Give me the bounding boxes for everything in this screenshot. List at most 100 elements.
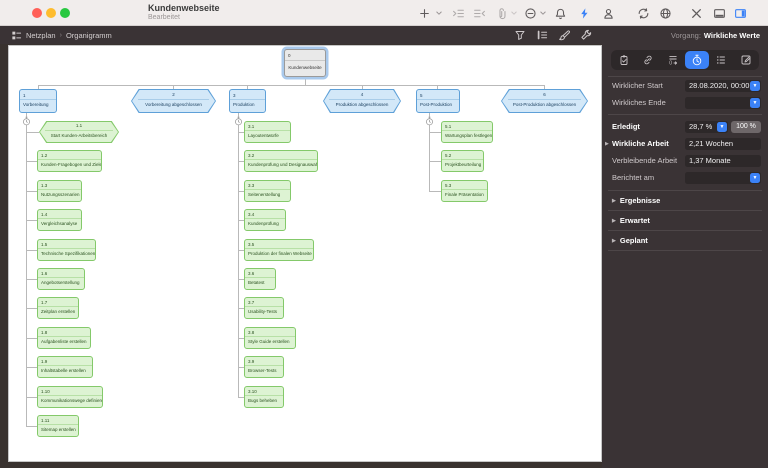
completed-input[interactable]: 28,7 %▼ xyxy=(685,120,728,133)
task-node[interactable]: 5.1 Wartungsplan festlegen xyxy=(441,121,493,143)
filter-icon[interactable] xyxy=(514,29,526,41)
field-label: Wirklicher Start xyxy=(612,81,663,90)
node-label: Vorbereitung xyxy=(23,102,49,107)
milestone-node[interactable]: 4 Produktion abgeschlossen xyxy=(323,89,401,113)
bottom-panel-icon[interactable] xyxy=(713,7,726,20)
task-node[interactable]: 3.3 Seitenerstellung xyxy=(244,180,291,202)
chevron-down-icon[interactable]: ▼ xyxy=(750,172,760,183)
outline-format-icon[interactable] xyxy=(536,29,548,41)
remove-icon[interactable] xyxy=(524,7,537,20)
task-node[interactable]: 3.10 Bugs beheben xyxy=(244,386,284,408)
tab-actual-values[interactable] xyxy=(684,51,710,69)
node-number: 3.4 xyxy=(245,210,285,219)
minimize-button[interactable] xyxy=(46,8,56,18)
task-node[interactable]: 1.3 Nutzungsszenarien xyxy=(37,180,82,202)
milestone-node[interactable]: 1.1 Start Kunden-Arbeitsbereich xyxy=(39,121,119,143)
context-indicator: Vorgang:Wirkliche Werte xyxy=(671,31,760,40)
task-group-node[interactable]: 1 Vorbereitung xyxy=(19,89,57,113)
field-label: Verbleibende Arbeit xyxy=(612,156,678,165)
notifications-bell-icon[interactable] xyxy=(554,7,567,20)
add-options-chevron-icon[interactable] xyxy=(435,7,443,20)
field-label: Berichtet am xyxy=(612,173,655,182)
attachment-options-chevron-icon[interactable] xyxy=(510,7,518,20)
task-node[interactable]: 3.1 Layoutentwürfe xyxy=(244,121,291,143)
title-bar: Kundenwebseite Bearbeitet xyxy=(0,0,768,26)
sync-icon[interactable] xyxy=(637,7,650,20)
indent-icon[interactable] xyxy=(452,7,465,20)
task-group-node[interactable]: 3 Produktion xyxy=(229,89,266,113)
milestone-node[interactable]: 6 Post-Produktion abgeschlossen xyxy=(501,89,588,113)
node-label: Browser-Tests xyxy=(248,368,277,373)
connector-line xyxy=(238,161,244,162)
task-node[interactable]: 3.9 Browser-Tests xyxy=(244,356,284,378)
chevron-down-icon[interactable]: ▼ xyxy=(717,121,727,132)
task-node[interactable]: 5.3 Finale Präsentation xyxy=(441,180,488,202)
connector-line xyxy=(26,161,37,162)
task-node[interactable]: 1.5 Technische Spezifikationen xyxy=(37,239,96,261)
project-root-node[interactable]: 0 Kundenwebseite xyxy=(284,49,326,77)
tab-notes[interactable] xyxy=(734,51,758,69)
task-node[interactable]: 1.2 Kunden-Fragebogen und Ziele xyxy=(37,150,102,172)
connector-line xyxy=(437,85,438,89)
chevron-down-icon[interactable]: ▼ xyxy=(750,97,760,108)
attachment-icon[interactable] xyxy=(495,7,508,20)
tab-custom-fields[interactable] xyxy=(709,51,733,69)
connector-line xyxy=(38,85,39,89)
tab-plan[interactable] xyxy=(612,51,636,69)
task-node[interactable]: 1.6 Angebotserstellung xyxy=(37,268,85,290)
disclosure-icon[interactable]: ▶ xyxy=(605,140,609,147)
chevron-down-icon[interactable]: ▼ xyxy=(750,80,760,91)
node-label: Aufgabenliste erstellen xyxy=(41,339,87,344)
section-expected[interactable]: ▶ Erwartet xyxy=(602,211,768,230)
tab-attachments[interactable] xyxy=(636,51,660,69)
right-panel-icon[interactable] xyxy=(734,7,747,20)
task-node[interactable]: 3.2 Kundenprüfung und Designauswahl xyxy=(244,150,318,172)
style-brush-icon[interactable] xyxy=(558,29,570,41)
task-group-node[interactable]: 5 Post-Produktion xyxy=(416,89,460,113)
breadcrumb-view[interactable]: Netzplan xyxy=(26,30,56,40)
task-node[interactable]: 1.8 Aufgabenliste erstellen xyxy=(37,327,91,349)
conflicts-bolt-icon[interactable] xyxy=(578,7,591,20)
actual-start-input[interactable]: 28.08.2020, 00:00▼ xyxy=(685,79,761,92)
org-chart-canvas[interactable]: 0 Kundenwebseite 1 Vorbereitung 2 Vorber… xyxy=(8,45,602,462)
toolbar xyxy=(412,0,747,26)
tools-icon[interactable] xyxy=(690,7,703,20)
section-planned[interactable]: ▶ Geplant xyxy=(602,231,768,250)
reported-on-input[interactable]: ▼ xyxy=(685,171,761,184)
task-node[interactable]: 1.11 Sitemap erstellen xyxy=(37,415,79,437)
schedule-clock-icon xyxy=(22,113,31,126)
remove-options-chevron-icon[interactable] xyxy=(539,7,547,20)
close-button[interactable] xyxy=(32,8,42,18)
schedule-clock-icon xyxy=(234,113,243,126)
breadcrumb-subview[interactable]: Organigramm xyxy=(65,30,112,40)
zoom-button[interactable] xyxy=(60,8,70,18)
remaining-work-input[interactable]: 1,37 Monate xyxy=(685,154,761,167)
outdent-icon[interactable] xyxy=(473,7,486,20)
task-node[interactable]: 1.7 Zeitplan erstellen xyxy=(37,297,79,319)
settings-wrench-icon[interactable] xyxy=(580,29,592,41)
disclosure-icon[interactable]: ▶ xyxy=(612,197,616,204)
breadcrumb-separator: › xyxy=(59,31,62,39)
section-results[interactable]: ▶ Ergebnisse xyxy=(602,191,768,210)
task-node[interactable]: 3.8 Style Guide erstellen xyxy=(244,327,296,349)
connector-line xyxy=(238,113,239,397)
view-switcher-icon[interactable] xyxy=(10,29,22,41)
publish-globe-icon[interactable] xyxy=(659,7,672,20)
task-node[interactable]: 3.4 Kundenprüfung xyxy=(244,209,286,231)
task-node[interactable]: 3.6 Betatest xyxy=(244,268,276,290)
task-node[interactable]: 3.7 Usability-Tests xyxy=(244,297,284,319)
disclosure-icon[interactable]: ▶ xyxy=(612,217,616,224)
tab-budget[interactable]: 0 xyxy=(661,51,685,69)
disclosure-icon[interactable]: ▶ xyxy=(612,237,616,244)
add-icon[interactable] xyxy=(418,7,431,20)
task-node[interactable]: 5.2 Projektbeurteilung xyxy=(441,150,484,172)
assignments-person-icon[interactable] xyxy=(602,7,615,20)
task-node[interactable]: 1.4 Vergleichsanalyse xyxy=(37,209,82,231)
set-100-percent-button[interactable]: 100 % xyxy=(731,120,761,133)
actual-end-input[interactable]: ▼ xyxy=(685,96,761,109)
actual-work-input[interactable]: 2,21 Wochen xyxy=(685,137,761,150)
milestone-node[interactable]: 2 Vorbereitung abgeschlossen xyxy=(131,89,216,113)
task-node[interactable]: 1.10 Kommunikationswege definieren xyxy=(37,386,103,408)
task-node[interactable]: 1.9 Inhaltstabelle erstellen xyxy=(37,356,93,378)
task-node[interactable]: 3.5 Produktion der finalen Webseite xyxy=(244,239,314,261)
